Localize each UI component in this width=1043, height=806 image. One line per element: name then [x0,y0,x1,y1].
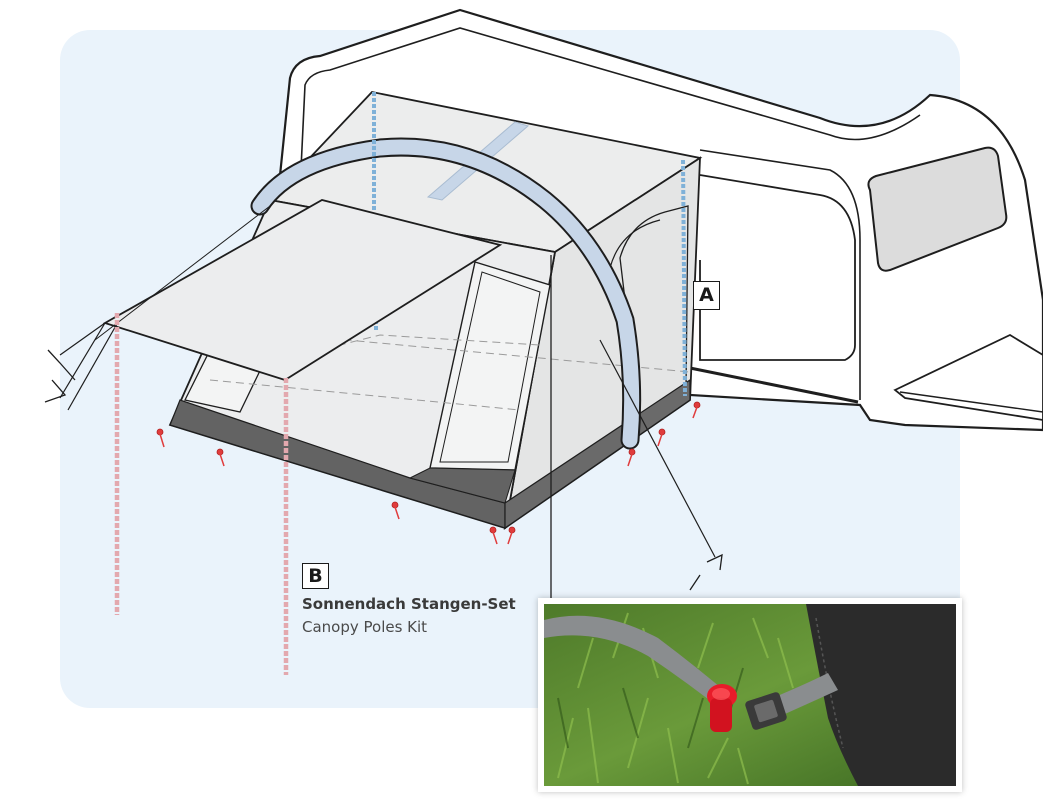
callout-b: B [302,563,329,589]
tent-pegs [156,401,701,545]
canopy [44,199,503,675]
peg-detail-photo [538,598,962,792]
caravan-window [867,146,1008,272]
canopy-poles-kit-name-en: Canopy Poles Kit [302,618,428,636]
callout-a: A [693,281,720,310]
canopy-poles [114,313,289,675]
peg-photo-image [544,604,956,786]
canopy-poles-kit-name-de: Sonnendach Stangen-Set [302,595,516,613]
inflatable-arch [250,137,642,450]
